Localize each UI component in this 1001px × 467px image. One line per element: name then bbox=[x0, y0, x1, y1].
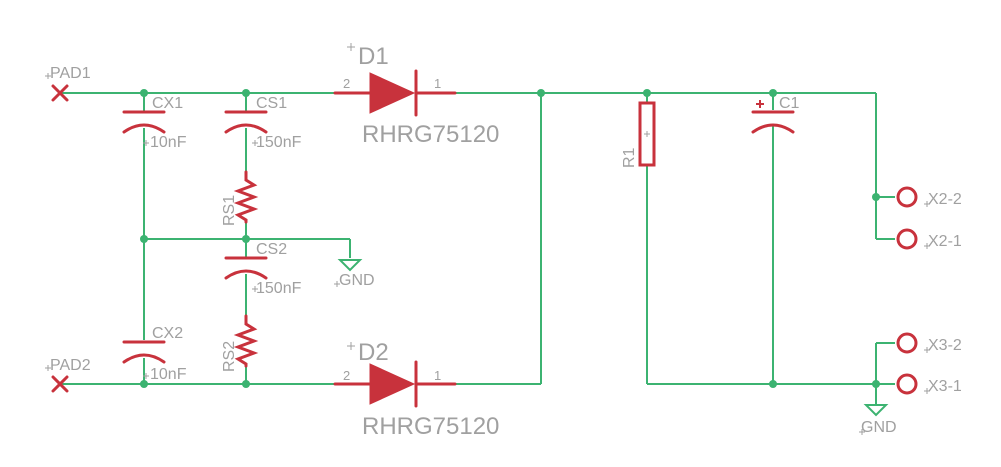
d2-pin-cathode: 1 bbox=[434, 368, 441, 383]
ground-right: GND bbox=[859, 404, 897, 436]
connector-ring-icon bbox=[896, 186, 918, 208]
junction bbox=[643, 89, 651, 97]
connector-ring-icon bbox=[896, 373, 918, 395]
junction bbox=[872, 380, 880, 388]
cx2-value: 10nF bbox=[150, 366, 187, 383]
junction bbox=[769, 380, 777, 388]
capacitor-c1[interactable]: C1 bbox=[751, 95, 800, 134]
d1-pin-cathode: 1 bbox=[434, 76, 441, 91]
cx2-name: CX2 bbox=[152, 325, 183, 342]
capacitor-cs2[interactable]: CS2 150nF bbox=[224, 241, 302, 297]
resistor-zigzag bbox=[233, 170, 259, 224]
pad2[interactable]: PAD2 bbox=[45, 357, 91, 393]
c1-name: C1 bbox=[779, 95, 800, 112]
junction bbox=[769, 89, 777, 97]
d1-name: D1 bbox=[358, 43, 389, 70]
diode-triangle bbox=[369, 72, 416, 114]
junctions bbox=[140, 89, 880, 388]
junction bbox=[242, 380, 250, 388]
junction bbox=[242, 89, 250, 97]
capacitor-cx1[interactable]: CX1 10nF bbox=[122, 95, 187, 151]
cs2-value: 150nF bbox=[256, 280, 302, 297]
x2-2-label: X2-2 bbox=[928, 191, 962, 208]
x2-1-label: X2-1 bbox=[928, 233, 962, 250]
d2-name: D2 bbox=[358, 339, 389, 366]
connector-ring-icon bbox=[896, 332, 918, 354]
d1-value: RHRG75120 bbox=[362, 121, 499, 148]
capacitor-cx2[interactable]: CX2 10nF bbox=[122, 325, 187, 383]
cap-plate-curved bbox=[751, 123, 795, 134]
cs1-name: CS1 bbox=[256, 95, 287, 112]
connector-x3-1[interactable]: X3-1 bbox=[896, 373, 962, 395]
connector-x2-2[interactable]: X2-2 bbox=[896, 186, 962, 208]
capacitor-cs1[interactable]: CS1 150nF bbox=[224, 95, 302, 151]
resistor-rs1[interactable]: RS1 bbox=[221, 170, 259, 226]
connector-x2-1[interactable]: X2-1 bbox=[896, 228, 962, 250]
connector-x3-2[interactable]: X3-2 bbox=[896, 332, 962, 354]
resistor-body bbox=[638, 101, 656, 167]
diode-triangle bbox=[369, 363, 416, 405]
rs2-name: RS2 bbox=[221, 341, 238, 372]
cap-plate-curved bbox=[122, 353, 166, 364]
pad1-label: PAD1 bbox=[50, 65, 91, 82]
resistor-r1[interactable]: R1 bbox=[621, 101, 656, 168]
x3-2-label: X3-2 bbox=[928, 337, 962, 354]
ground-icon bbox=[863, 404, 889, 417]
cap-plate-curved bbox=[224, 269, 268, 280]
d2-pin-anode: 2 bbox=[343, 368, 350, 383]
pad2-label: PAD2 bbox=[50, 357, 91, 374]
diode-d2[interactable]: D2 2 1 RHRG75120 bbox=[333, 339, 499, 440]
pad1[interactable]: PAD1 bbox=[45, 65, 91, 102]
ground-mid: GND bbox=[334, 259, 375, 289]
junction bbox=[537, 89, 545, 97]
resistor-rs2[interactable]: RS2 bbox=[221, 314, 259, 372]
pad2-cross bbox=[51, 375, 69, 393]
connector-ring-icon bbox=[896, 228, 918, 250]
resistor-zigzag bbox=[233, 314, 259, 368]
cx1-name: CX1 bbox=[152, 95, 183, 112]
pad1-cross bbox=[51, 84, 69, 102]
junction bbox=[872, 193, 880, 201]
cx1-value: 10nF bbox=[150, 134, 187, 151]
rs1-name: RS1 bbox=[221, 195, 238, 226]
cs2-name: CS2 bbox=[256, 241, 287, 258]
d2-value: RHRG75120 bbox=[362, 413, 499, 440]
cs1-value: 150nF bbox=[256, 134, 302, 151]
junction bbox=[140, 235, 148, 243]
junction bbox=[140, 380, 148, 388]
junction bbox=[242, 235, 250, 243]
d1-pin-anode: 2 bbox=[343, 76, 350, 91]
gnd-right-label: GND bbox=[861, 419, 897, 436]
junction bbox=[140, 89, 148, 97]
diode-d1[interactable]: D1 2 1 RHRG75120 bbox=[333, 43, 499, 148]
gnd-mid-label: GND bbox=[339, 272, 375, 289]
cap-plate-curved bbox=[224, 123, 268, 134]
r1-name: R1 bbox=[621, 147, 638, 168]
ground-icon bbox=[337, 259, 363, 272]
cap-plate-curved bbox=[122, 123, 166, 134]
x3-1-label: X3-1 bbox=[928, 378, 962, 395]
